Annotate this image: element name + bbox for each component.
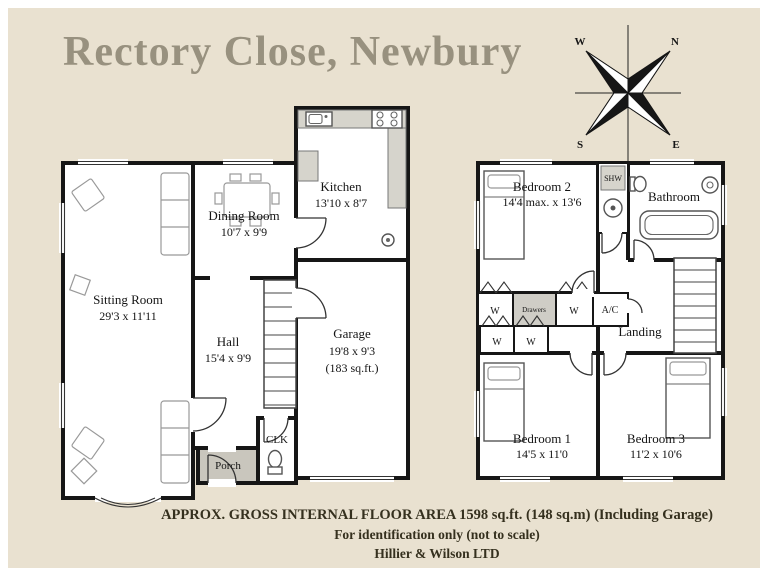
page-title: Rectory Close, Newbury [63, 29, 523, 75]
dining-room-label: Dining Room [208, 208, 279, 223]
compass-label-n: N [671, 36, 679, 48]
door-openings [569, 229, 655, 376]
bedroom1-dims: 14'5 x 11'0 [516, 447, 568, 461]
sink-icon [305, 111, 333, 127]
floor-area-text: APPROX. GROSS INTERNAL FLOOR AREA 1598 s… [161, 507, 713, 523]
wardrobe-label: W [569, 306, 579, 317]
wardrobe-label: W [490, 306, 500, 317]
hall-dims: 15'4 x 9'9 [205, 351, 251, 365]
windows [59, 159, 273, 428]
kitchen-label: Kitchen [320, 179, 362, 194]
hall-label: Hall [217, 334, 240, 349]
bed-icon-bedroom1 [483, 362, 525, 442]
first-floor-plan: Bedroom 2 14'4 max. x 13'6 SHW Bathroom … [474, 159, 727, 482]
ac-cupboard-label: A/C [602, 305, 619, 316]
bathtub-icon [639, 210, 719, 240]
door-openings [189, 217, 327, 487]
wardrobe-label: W [526, 337, 536, 348]
garage-label: Garage [333, 326, 371, 341]
bedroom1-label: Bedroom 1 [513, 431, 571, 446]
dining-table-icon [214, 173, 280, 227]
ground-floor-plan: Sitting Room 29'3 x 11'11 Dining Room 10… [59, 106, 410, 508]
toilet-icon [267, 449, 283, 475]
sitting-room-furniture [68, 172, 190, 485]
shower-label: SHW [604, 174, 622, 183]
wardrobes [477, 281, 629, 354]
compass-label-e: E [672, 139, 679, 151]
footer: APPROX. GROSS INTERNAL FLOOR AREA 1598 s… [114, 507, 760, 562]
sitting-room-label: Sitting Room [93, 292, 163, 307]
bed-icon-bedroom2 [483, 170, 525, 260]
staircase-icon [673, 257, 717, 354]
bedroom2-dims: 14'4 max. x 13'6 [503, 195, 582, 209]
floorplan-canvas: Rectory Close, Newbury N E S W [8, 8, 760, 568]
bedroom3-label: Bedroom 3 [627, 431, 685, 446]
bathroom-label: Bathroom [648, 189, 700, 204]
windows [474, 159, 727, 482]
basin-icon [701, 176, 719, 194]
agent-name-text: Hillier & Wilson LTD [374, 546, 500, 561]
porch-label: Porch [215, 460, 241, 472]
toilet-icon [629, 175, 647, 193]
garage-dims: 19'8 x 9'3 [329, 344, 375, 358]
disclaimer-text: For identification only (not to scale) [334, 527, 540, 542]
garage-outline [294, 258, 410, 480]
dining-room-dims: 10'7 x 9'9 [221, 225, 267, 239]
compass-rose: N E S W [575, 25, 681, 161]
compass-label-s: S [577, 139, 583, 151]
bedroom2-label: Bedroom 2 [513, 179, 571, 194]
bed-icon-bedroom3 [665, 357, 711, 439]
compass-star-highlights [585, 50, 671, 136]
boiler-icon [381, 233, 395, 247]
compass-label-w: W [575, 36, 586, 48]
bedroom3-dims: 11'2 x 10'6 [630, 447, 682, 461]
wardrobe-label: W [492, 337, 502, 348]
drawers-label: Drawers [522, 306, 546, 314]
landing-label: Landing [618, 324, 662, 339]
cloakroom-label: CLK [266, 434, 288, 446]
bay-window [94, 494, 162, 508]
staircase-icon [263, 279, 297, 409]
garage-area: (183 sq.ft.) [326, 361, 379, 375]
sitting-room-dims: 29'3 x 11'11 [99, 309, 156, 323]
shower-cubicle [597, 162, 629, 234]
garage-door [310, 474, 394, 482]
kitchen-dims: 13'10 x 8'7 [315, 196, 367, 210]
hob-icon [371, 109, 403, 129]
